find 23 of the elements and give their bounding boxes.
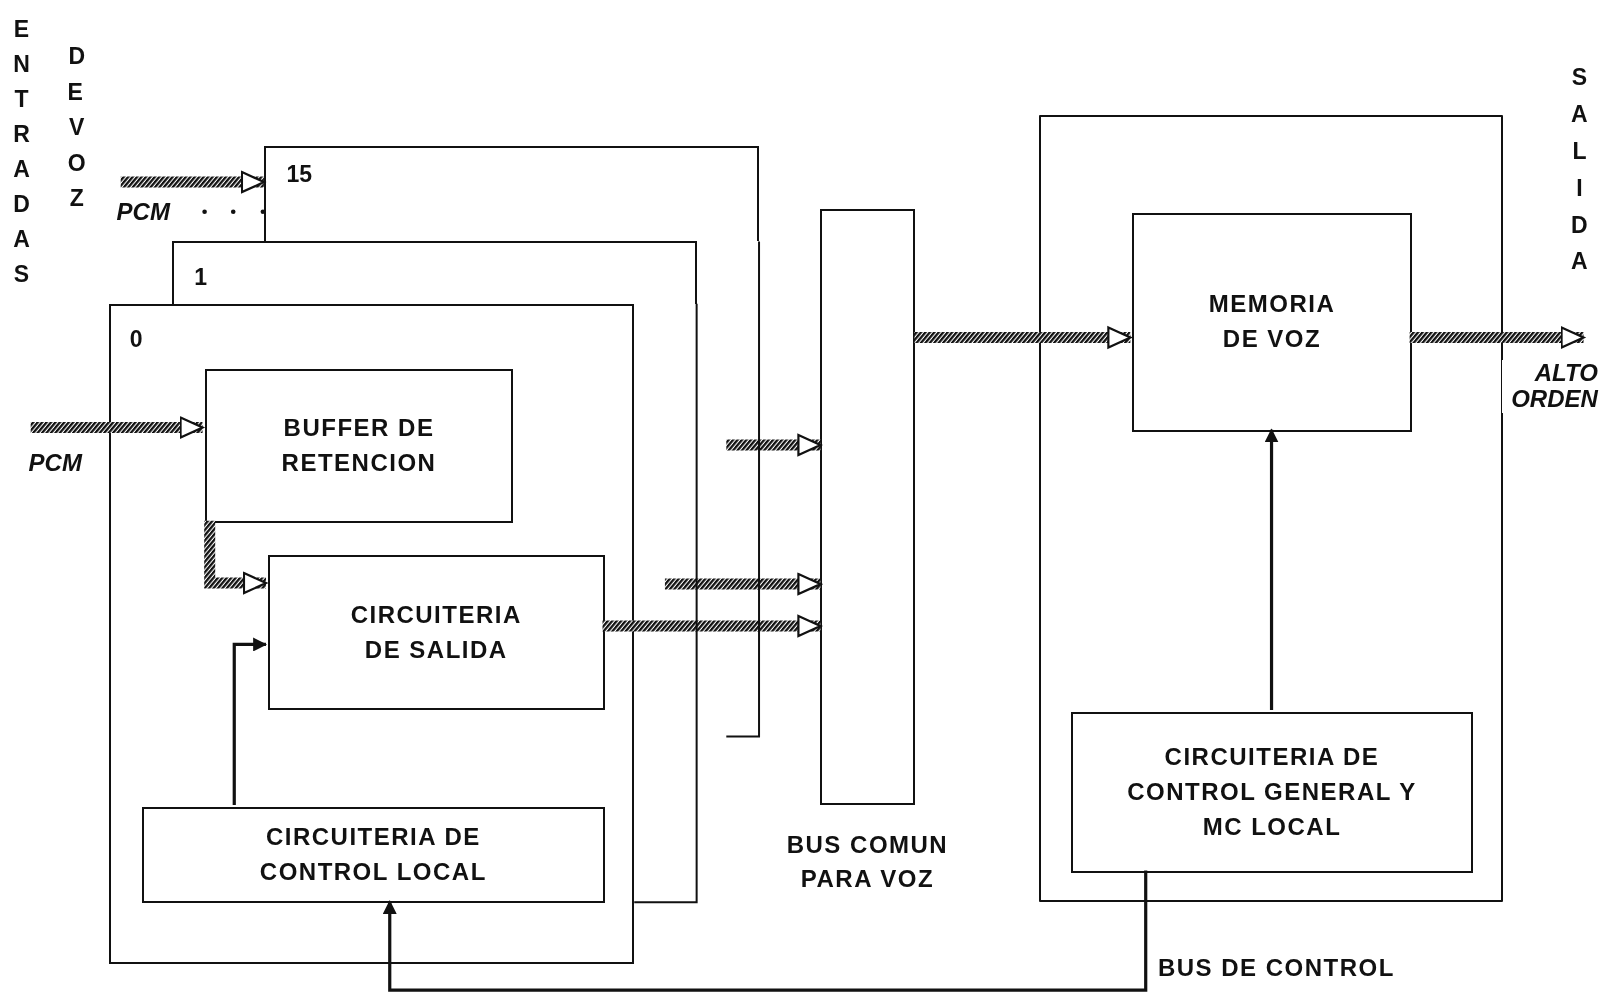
block-label: CIRCUITERIA DE SALIDA <box>349 599 523 665</box>
vertical-label: SALIDA <box>1570 63 1589 277</box>
card-number: 0 <box>129 326 143 354</box>
block-label: CIRCUITERIA DE CONTROL GENERAL Y MC LOCAL <box>1126 742 1418 842</box>
card-number: 15 <box>286 160 312 188</box>
block-label: CIRCUITERIA DE CONTROL LOCAL <box>258 822 488 888</box>
vertical-label: ENTRADAS <box>12 15 31 289</box>
block-box <box>142 807 605 904</box>
module-box <box>1039 114 1503 903</box>
card-number: 1 <box>194 263 208 291</box>
block-box <box>1132 212 1412 432</box>
edge-label: BUS DE CONTROL <box>1156 955 1396 982</box>
block-box <box>1070 711 1473 873</box>
block-box <box>267 555 605 710</box>
edge-label: ALTO ORDEN <box>1501 360 1600 413</box>
block-box <box>204 369 514 523</box>
card-box <box>109 303 635 964</box>
bus-caption: BUS COMUN PARA VOZ <box>785 829 950 895</box>
block-label: MEMORIA DE VOZ <box>1207 289 1337 355</box>
bus-bar <box>820 208 915 806</box>
vertical-label: DE VOZ <box>67 41 86 214</box>
block-label: BUFFER DE RETENCION <box>280 413 438 478</box>
card-box <box>263 146 760 242</box>
